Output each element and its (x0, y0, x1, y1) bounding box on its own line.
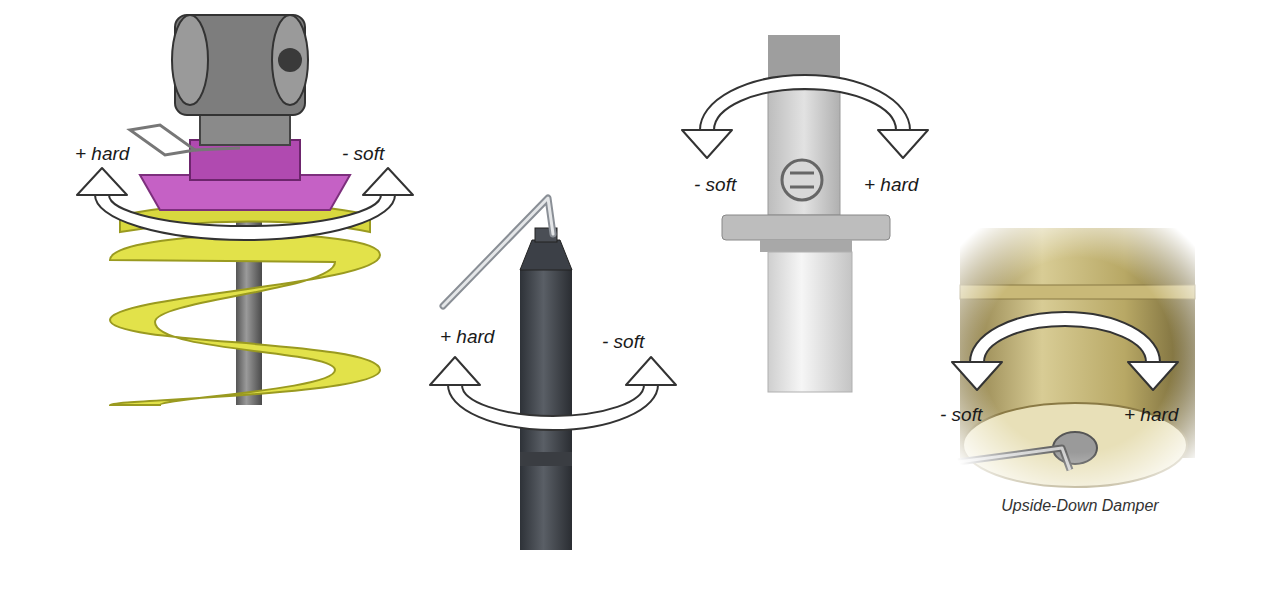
adjust-direction-label: + hard (1124, 404, 1178, 426)
figure-caption: Upside-Down Damper (1001, 497, 1158, 515)
adjust-direction-label: - soft (602, 331, 644, 353)
rotation-arrow (952, 312, 1178, 390)
adjust-direction-label: + hard (440, 326, 494, 348)
adjust-direction-label: - soft (694, 174, 736, 196)
adjust-direction-label: + hard (864, 174, 918, 196)
upside-down-damper-figure (945, 220, 1210, 490)
rotation-arrow (682, 75, 928, 158)
rotation-arrow (430, 357, 676, 430)
adjust-direction-label: - soft (940, 404, 982, 426)
coilover-figure (110, 15, 380, 405)
rotation-arrow (77, 168, 413, 240)
adjust-direction-label: + hard (75, 143, 129, 165)
adjust-direction-label: - soft (342, 143, 384, 165)
